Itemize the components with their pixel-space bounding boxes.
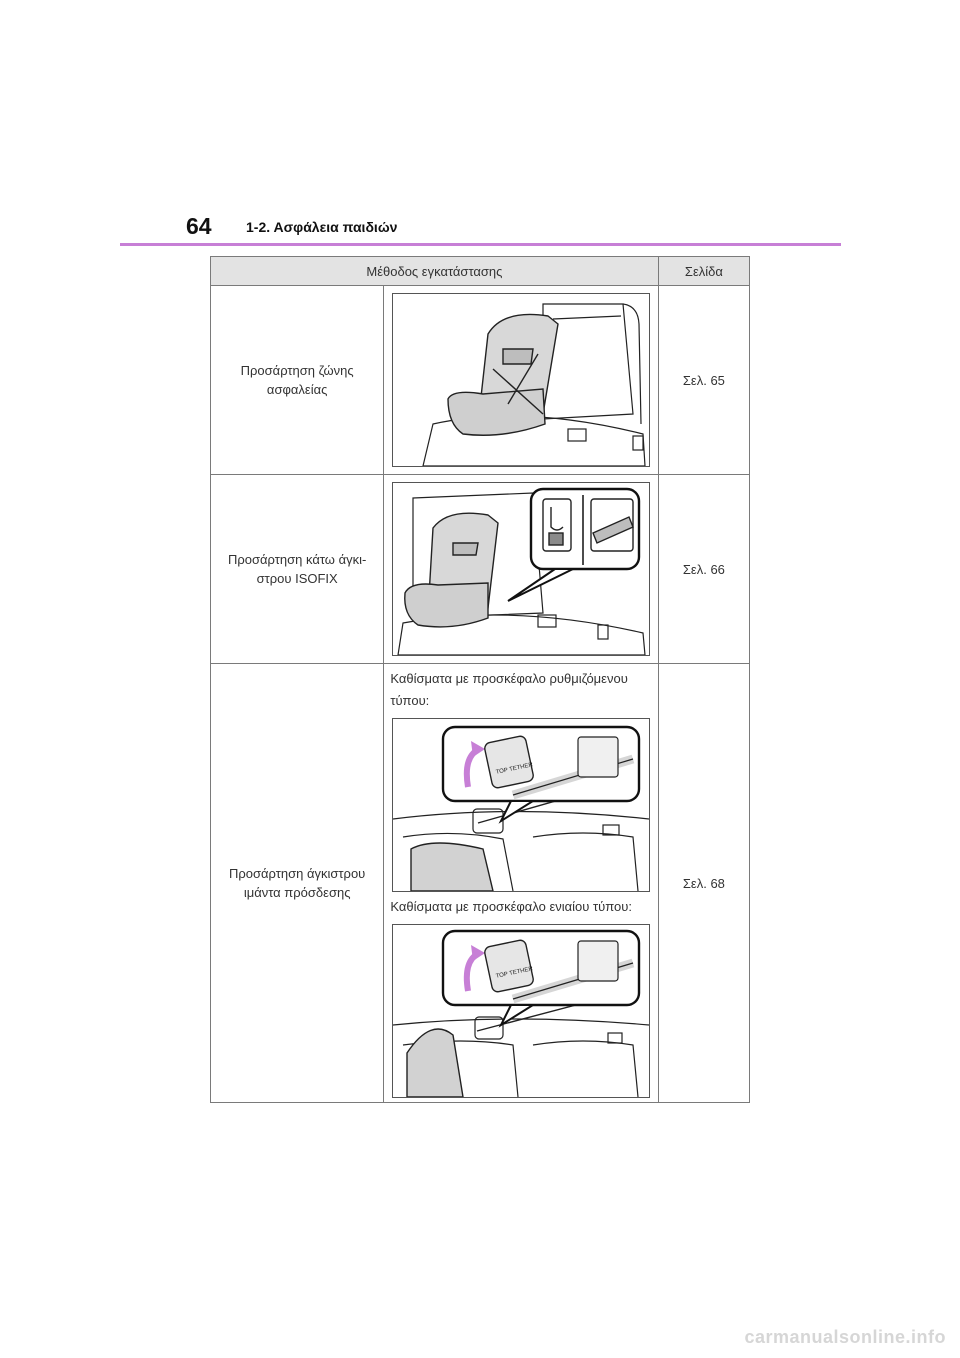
child-seat-seatbelt-icon [422, 303, 646, 466]
caption-adjustable-headrest: Καθίσματα με προσκέφαλο ρυθμιζόμενου τύπ… [390, 671, 628, 708]
method-cell: Προσάρτηση ζώνης ασφαλείας [209, 285, 385, 475]
figure-cell [383, 474, 659, 664]
table-row: Προσάρτηση ζώνης ασφαλείας [209, 285, 751, 475]
column-header-method: Μέθοδος εγκατάστασης [210, 256, 659, 286]
child-seat-seatbelt-figure [392, 293, 651, 467]
page-number: 64 [186, 213, 212, 239]
top-tether-icon: TOP TETHER [393, 725, 650, 891]
figure-cell: Καθίσματα με προσκέφαλο ρυθμιζόμενου τύπ… [383, 663, 659, 1103]
figure-cell [383, 285, 659, 475]
page-reference: Σελ. 66 [682, 561, 725, 577]
page-cell: Σελ. 68 [657, 663, 751, 1103]
method-label: Προσάρτηση κάτω άγκι-στρου ISOFIX [228, 552, 367, 586]
method-cell: Προσάρτηση άγκιστρου ιμάντα πρόσδεσης [209, 663, 385, 1103]
page-header: 64 1-2. Ασφάλεια παιδιών [0, 0, 960, 250]
caption-integrated-headrest: Καθίσματα με προσκέφαλο ενιαίου τύπου: [390, 899, 632, 914]
table-row: Προσάρτηση κάτω άγκι-στρου ISOFIX [209, 474, 751, 664]
section-title: 1-2. Ασφάλεια παιδιών [246, 219, 398, 235]
page-reference: Σελ. 68 [682, 875, 725, 891]
page-reference: Σελ. 65 [682, 372, 725, 388]
page-cell: Σελ. 66 [657, 474, 751, 664]
watermark: carmanualsonline.info [744, 1327, 946, 1347]
column-header-page: Σελίδα [657, 256, 751, 286]
installation-methods-table: Μέθοδος εγκατάστασης Σελίδα Προσάρτηση ζ… [209, 256, 751, 1103]
top-tether-adjustable-figure: TOP TETHER [392, 718, 651, 892]
header-rule [120, 243, 841, 246]
page-cell: Σελ. 65 [657, 285, 751, 475]
table-row: Προσάρτηση άγκιστρου ιμάντα πρόσδεσης Κα… [209, 663, 751, 1103]
top-tether-integrated-figure: TOP TETHER [392, 924, 651, 1098]
child-seat-isofix-icon [397, 487, 646, 655]
top-tether-icon: TOP TETHER [393, 929, 650, 1097]
child-seat-isofix-figure [392, 482, 651, 656]
table-header-row: Μέθοδος εγκατάστασης Σελίδα [210, 256, 751, 286]
method-label: Προσάρτηση άγκιστρου ιμάντα πρόσδεσης [229, 866, 366, 900]
method-cell: Προσάρτηση κάτω άγκι-στρου ISOFIX [209, 474, 385, 664]
method-label: Προσάρτηση ζώνης ασφαλείας [240, 363, 354, 397]
